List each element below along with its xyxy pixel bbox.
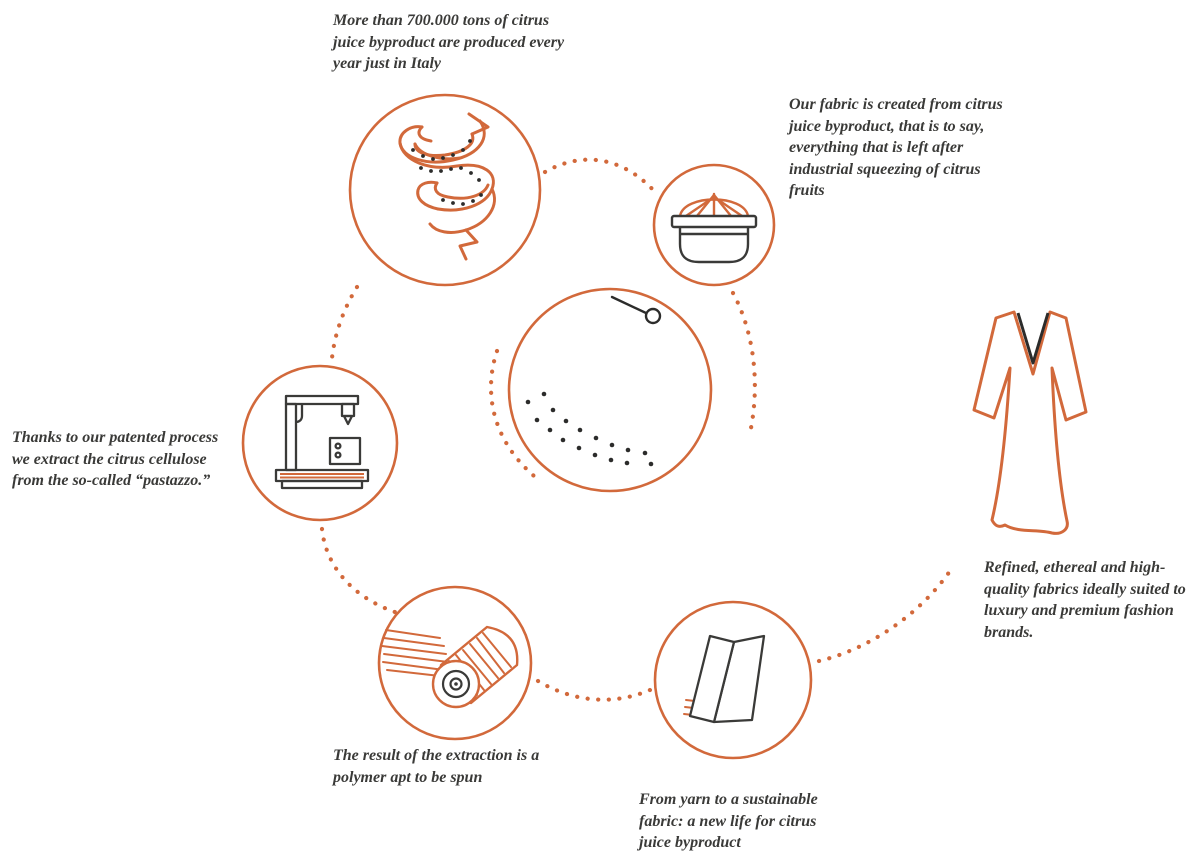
caption-fabric-created: Our fabric is created from citrus juice … [789,96,1003,200]
step-circle-fabric [653,600,813,760]
yarn-roll-icon [381,625,519,709]
step-circle-fruit [507,287,713,493]
fruit-seed-dots [525,391,654,467]
caption-yarn-to-fabric: From yarn to a sustainable fabric: a new… [639,791,818,852]
dotted-connectors [319,157,955,702]
connector-press-to-spool-dots [319,526,404,617]
connector-spool-to-fabric-dots [535,678,653,702]
extraction-press-icon [274,394,370,490]
step-circle-press [241,364,399,522]
step-circle-juicer [652,163,776,287]
step-circle-peel [348,93,542,287]
connector-peel-to-juicer-dots [542,157,659,196]
connector-juicer-down-dots [730,290,757,431]
juicer-icon [670,192,758,264]
dress-icon [972,310,1088,535]
caption-refined-fabrics: Refined, ethereal and high-quality fabri… [984,559,1186,641]
citrus-peel-icon [398,112,496,261]
orange-fruit-icon [525,295,662,467]
caption-byproduct-tons: More than 700.000 tons of citrus juice b… [333,12,565,73]
step-circles [241,93,813,760]
connector-fabric-to-dress-dots [816,565,955,664]
connector-fruit-left-arc-dots [488,348,543,484]
connector-peel-to-press-dots [329,284,360,361]
step-circle-spool [377,585,533,741]
caption-polymer-spun: The result of the extraction is a polyme… [333,747,540,786]
peel-texture-dots [411,139,483,206]
caption-patented-process: Thanks to our patented process we extrac… [12,429,219,490]
dress-vneck-trim [1016,312,1050,365]
folded-fabric-icon [683,634,766,724]
